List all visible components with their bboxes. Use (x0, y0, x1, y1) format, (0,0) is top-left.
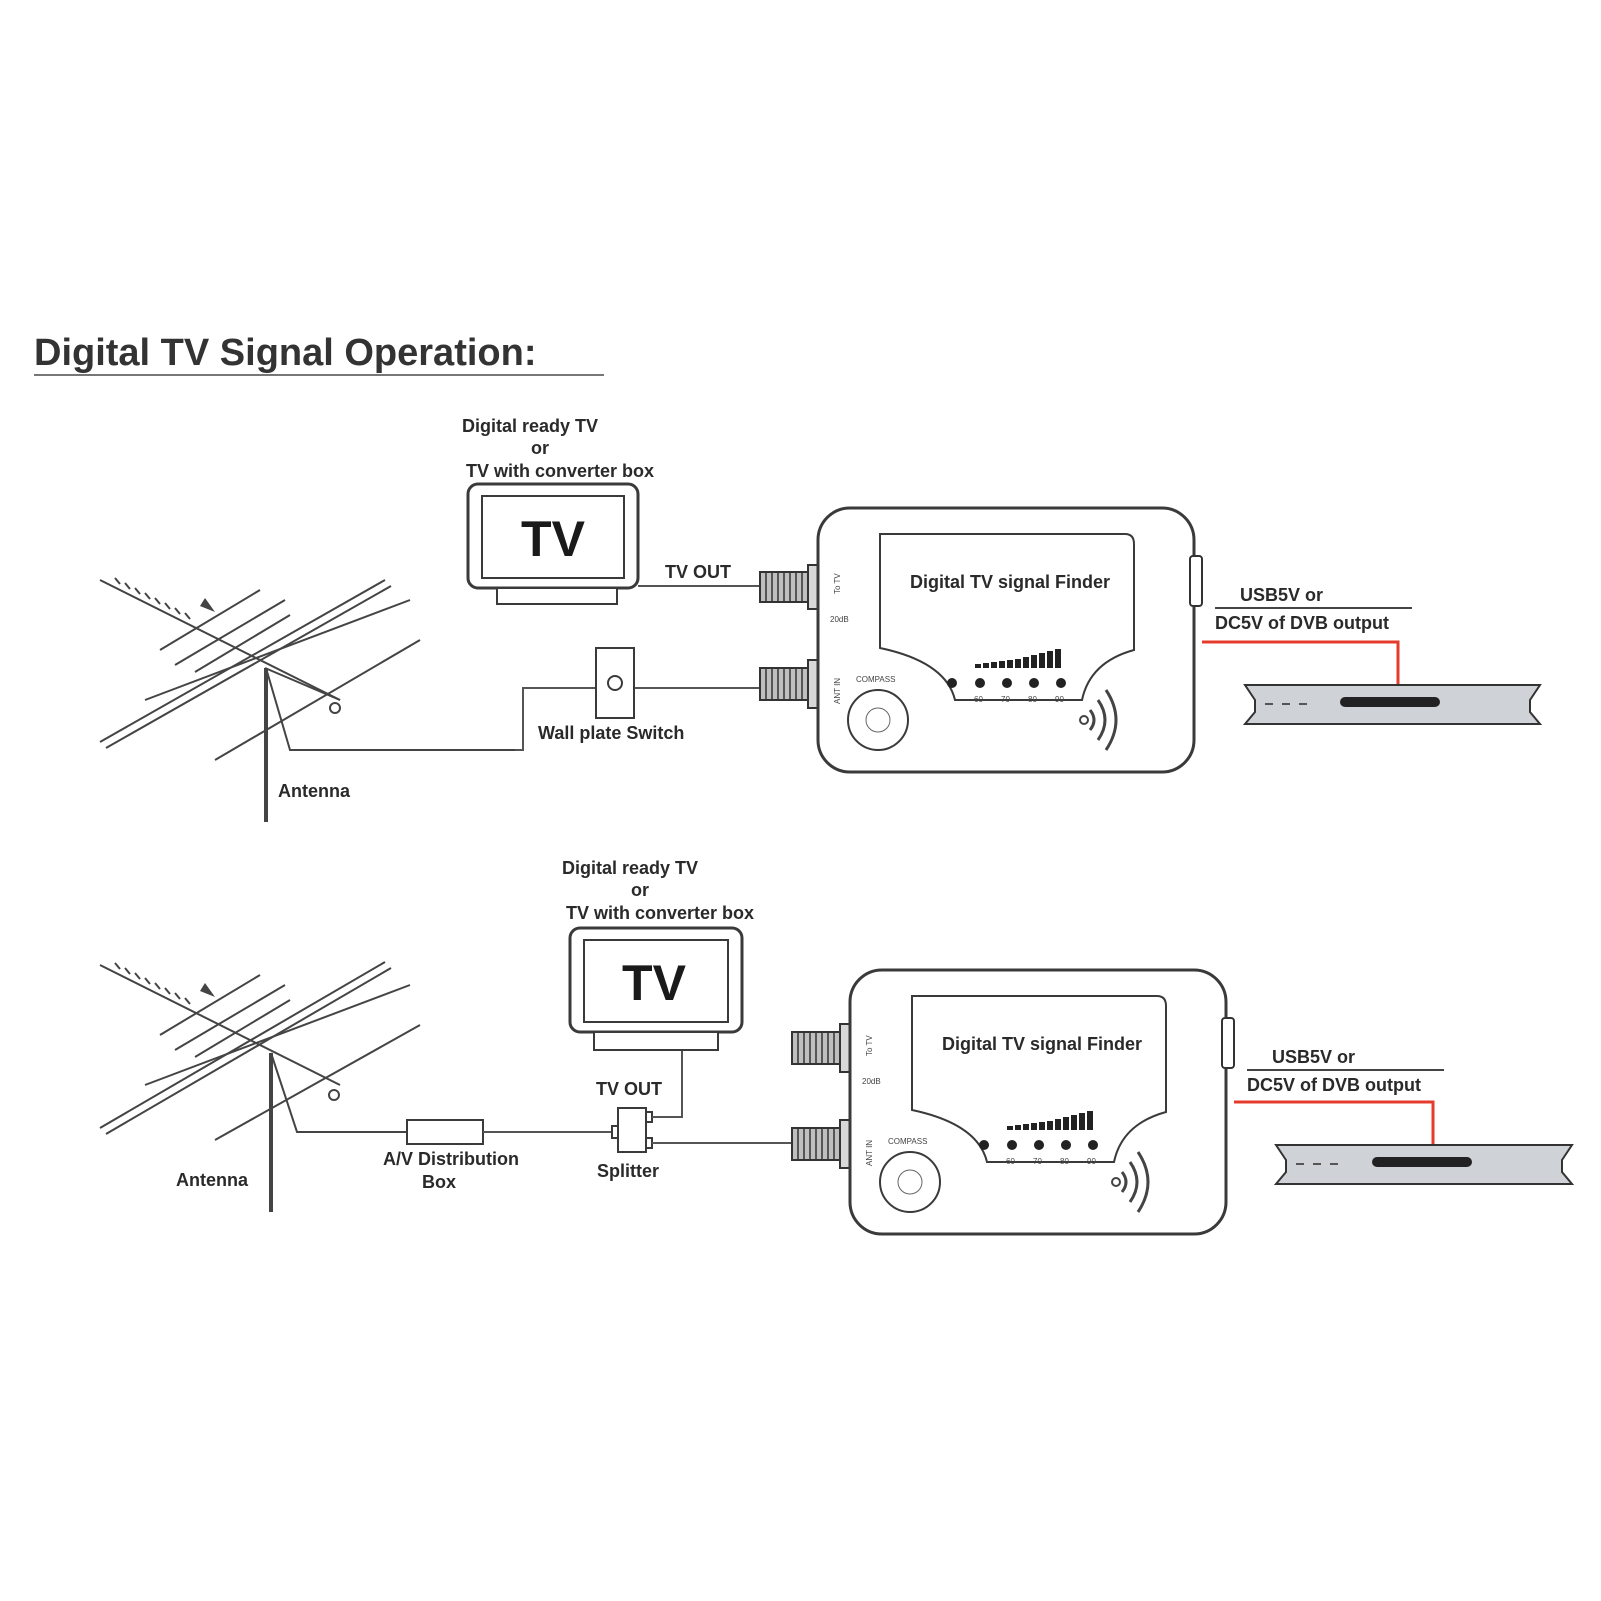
scale-80: 80 (1060, 1157, 1069, 1166)
tv-caption-line-2: or (531, 438, 549, 458)
scale-70: 70 (1033, 1157, 1042, 1166)
compass-label: COMPASS (888, 1137, 927, 1146)
gain-label: 20dB (862, 1077, 881, 1086)
power-label-line-1: USB5V or (1240, 585, 1323, 605)
power-label-line-2: DC5V of DVB output (1247, 1075, 1421, 1095)
scale-60: 60 (1006, 1157, 1015, 1166)
f-connector-top (759, 564, 819, 610)
scale-70: 70 (1001, 695, 1010, 704)
dvb-receiver (1273, 1144, 1575, 1185)
antenna-label: Antenna (176, 1170, 249, 1190)
tv-out-label: TV OUT (665, 562, 731, 582)
tv-screen-label: TV (622, 955, 687, 1011)
antenna-icon (99, 577, 515, 822)
port-label-ant-in: ANT IN (833, 678, 842, 704)
power-cable (1202, 640, 1400, 685)
tv-caption-line-3: TV with converter box (466, 461, 654, 481)
power-label-line-1: USB5V or (1272, 1047, 1355, 1067)
tv-icon (466, 482, 640, 605)
antenna-label: Antenna (278, 781, 351, 801)
tv-out-label: TV OUT (596, 1079, 662, 1099)
port-label-to-tv: To TV (865, 1035, 874, 1056)
tv-caption-line-2: or (631, 880, 649, 900)
f-connector-bottom (791, 1119, 851, 1169)
power-cable (1234, 1100, 1435, 1145)
wall-plate-label: Wall plate Switch (538, 723, 684, 743)
antenna-cable (515, 687, 596, 751)
page-title: Digital TV Signal Operation: (34, 332, 536, 374)
tv-caption-line-1: Digital ready TV (562, 858, 698, 878)
tv-caption-line-3: TV with converter box (566, 903, 754, 923)
scale-90: 90 (1055, 695, 1064, 704)
scale-60: 60 (974, 695, 983, 704)
splitter-label: Splitter (597, 1161, 659, 1181)
signal-leds (979, 1140, 1098, 1150)
tv-screen-label: TV (521, 511, 586, 567)
signal-finder-device (848, 968, 1235, 1236)
port-label-ant-in: ANT IN (865, 1140, 874, 1166)
scale-90: 90 (1087, 1157, 1096, 1166)
compass-label: COMPASS (856, 675, 895, 684)
compass-dial (879, 1151, 941, 1213)
splitter-to-tv-cable (652, 1050, 683, 1118)
signal-level-bars (975, 649, 1061, 668)
av-distribution-label-line-2: Box (422, 1172, 456, 1192)
finder-label: Digital TV signal Finder (942, 1034, 1142, 1054)
splitter (611, 1107, 653, 1153)
signal-level-bars (1007, 1111, 1093, 1130)
av-distribution-box (406, 1119, 484, 1145)
dvb-receiver (1242, 684, 1543, 725)
lower-diagram: Antenna A/V Distribution Box Splitter TV… (99, 858, 1575, 1236)
antenna-icon (99, 961, 421, 1212)
av-distribution-label-line-1: A/V Distribution (383, 1149, 519, 1169)
f-connector-top (791, 1023, 851, 1073)
finder-label: Digital TV signal Finder (910, 572, 1110, 592)
f-connector-bottom (759, 659, 819, 709)
tv-caption-line-1: Digital ready TV (462, 416, 598, 436)
scale-80: 80 (1028, 695, 1037, 704)
power-label-line-2: DC5V of DVB output (1215, 613, 1389, 633)
tv-icon (568, 926, 744, 1051)
compass-dial (847, 689, 909, 751)
signal-finder-device (816, 506, 1203, 774)
wall-plate-knob (607, 675, 623, 691)
gain-label: 20dB (830, 615, 849, 624)
port-label-to-tv: To TV (833, 573, 842, 594)
signal-leds (947, 678, 1066, 688)
upper-diagram: Antenna Wall plate Switch Digital ready … (99, 416, 1543, 822)
